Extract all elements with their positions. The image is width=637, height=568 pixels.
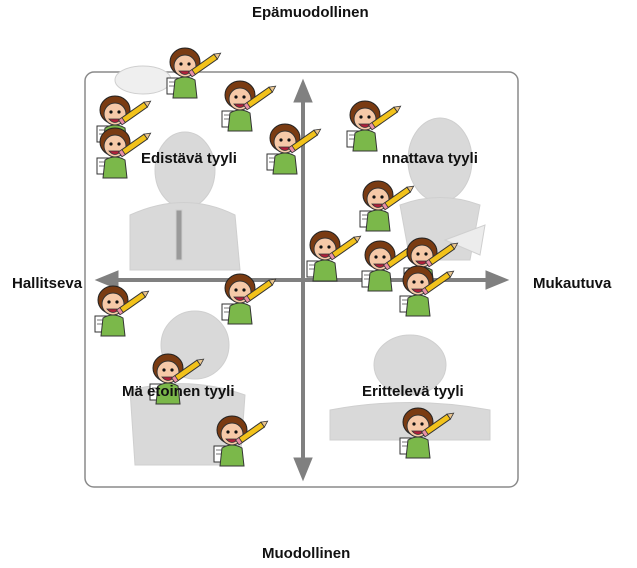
axis-label-right: Mukautuva xyxy=(533,275,612,292)
quadrant-label-top-left: Edistävä tyyli xyxy=(141,150,237,167)
quadrant-label-bottom-left: Mä etoinen tyyli xyxy=(122,383,235,400)
axis-label-left: Hallitseva xyxy=(12,275,83,292)
axis-label-top: Epämuodollinen xyxy=(252,4,369,21)
axis-label-bottom: Muodollinen xyxy=(262,545,351,562)
quadrant-label-top-right: nnattava tyyli xyxy=(382,150,478,167)
quadrant-label-bottom-right: Erittelevä tyyli xyxy=(362,383,464,400)
